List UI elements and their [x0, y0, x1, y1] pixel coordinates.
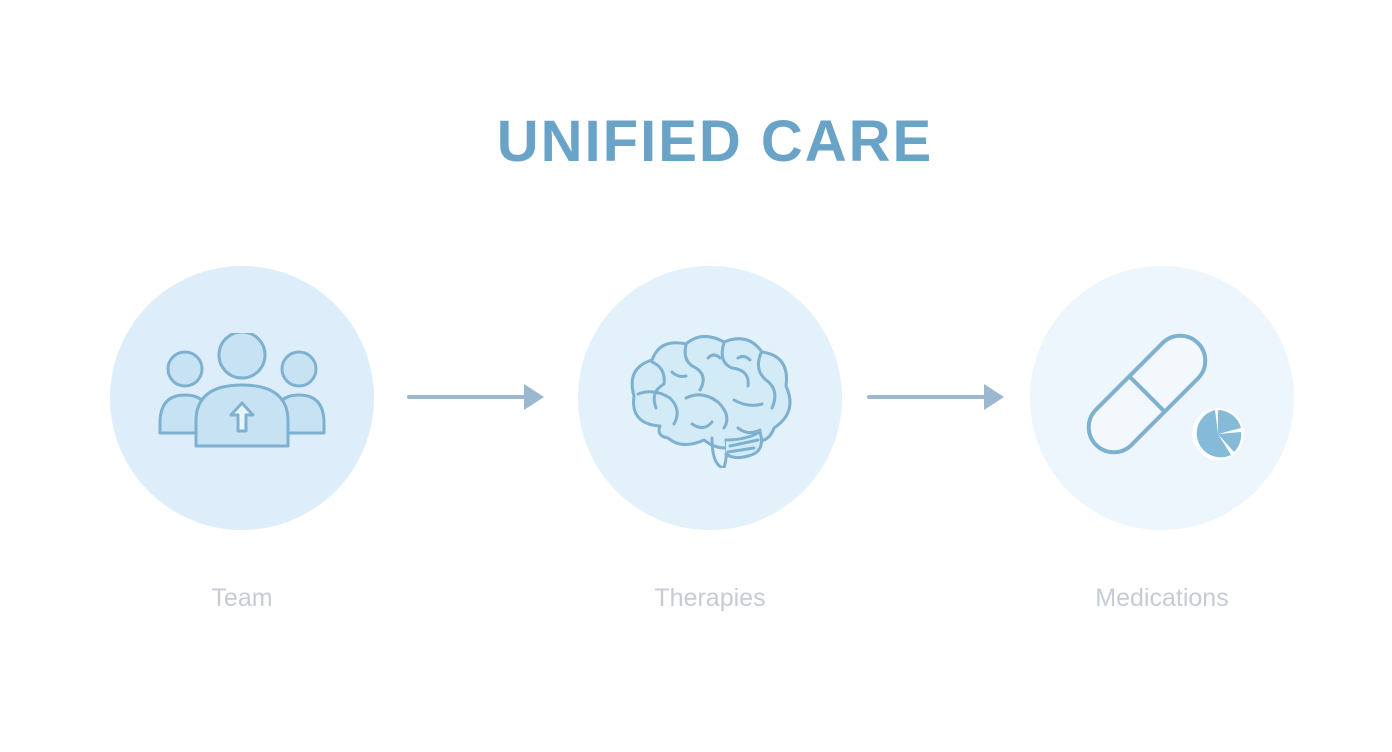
- team-icon: [158, 333, 326, 448]
- page-title: UNIFIED CARE: [496, 109, 934, 174]
- step-therapies: Therapies: [578, 266, 842, 612]
- arrow-right-icon: [867, 384, 1004, 410]
- step-medications: Medications: [1030, 266, 1294, 612]
- therapies-circle: [578, 266, 842, 530]
- step-label-therapies: Therapies: [654, 584, 766, 612]
- step-team: Team: [110, 266, 374, 612]
- team-circle: [110, 266, 374, 530]
- arrow-right-icon: [407, 384, 544, 410]
- pill-icon: [1086, 333, 1244, 460]
- step-label-team: Team: [211, 584, 273, 612]
- step-label-medications: Medications: [1095, 584, 1229, 612]
- medications-circle: [1030, 266, 1294, 530]
- brain-icon: [630, 335, 792, 468]
